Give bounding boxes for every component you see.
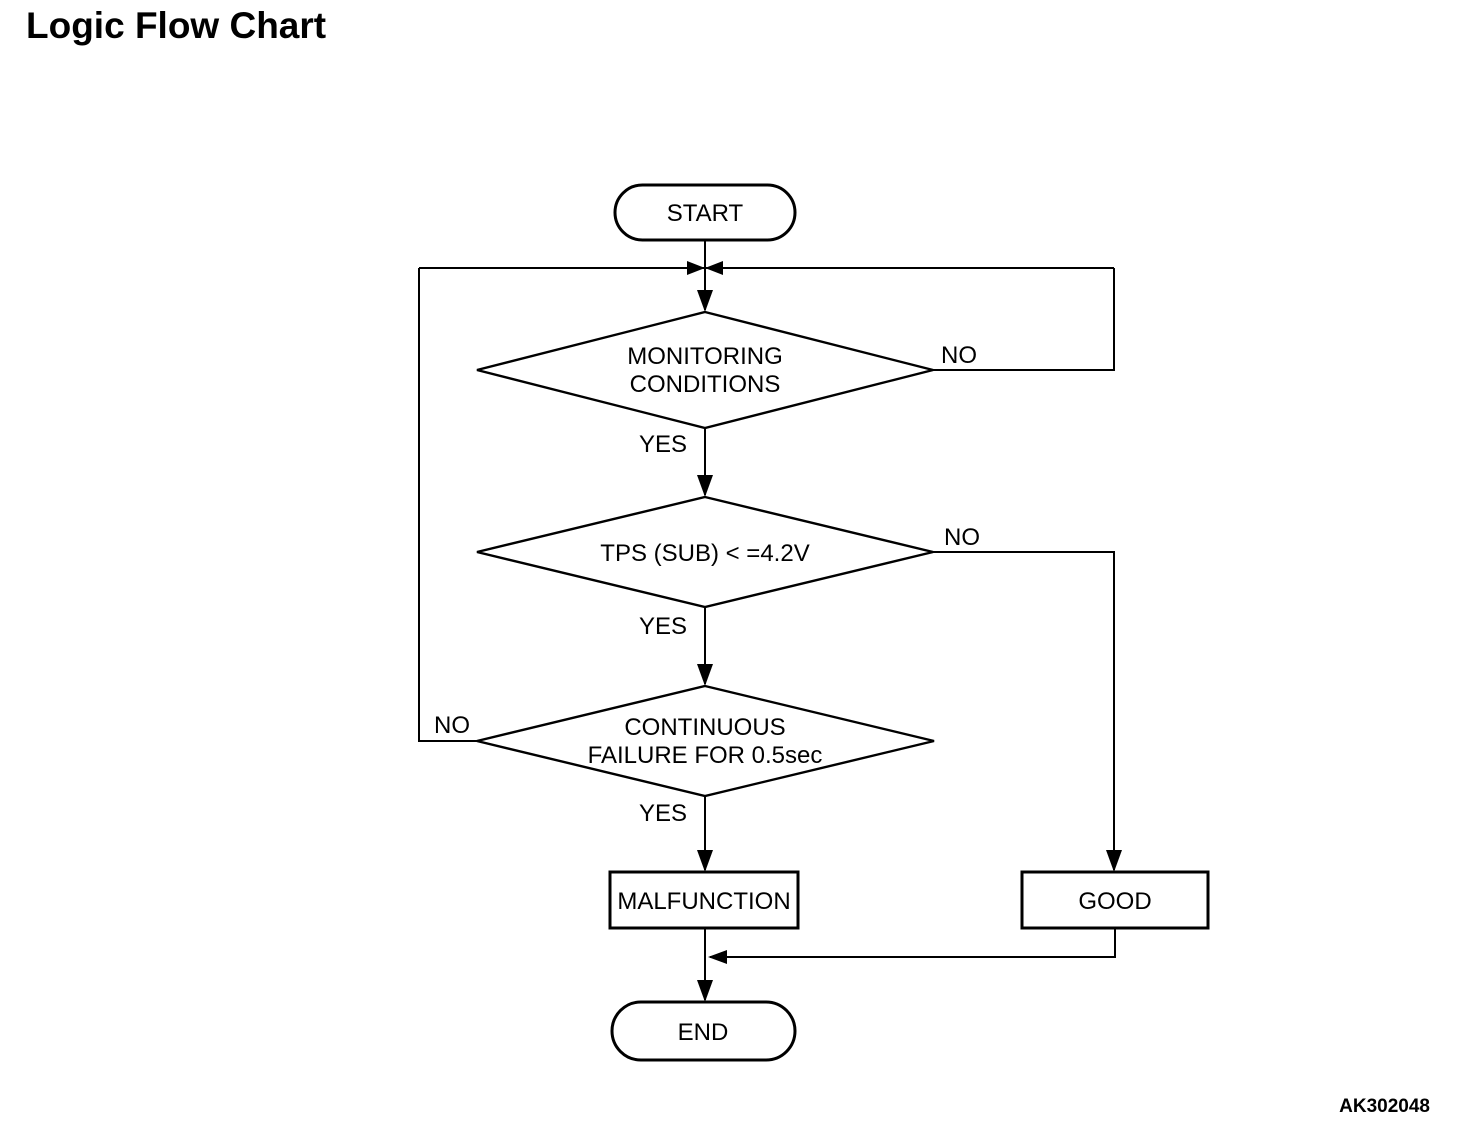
node-good [1020,870,1210,930]
continuous-no-label: NO [434,712,470,739]
end-label: END [678,1019,729,1046]
continuous-yes-label: YES [639,800,687,827]
connector-monitoring-no-loop [933,268,1115,371]
merge-arrow-left-icon [687,261,705,275]
tps-sub-label: TPS (SUB) < =4.2V [600,540,809,567]
monitoring-conditions-label-line2: CONDITIONS [630,371,781,398]
arrow-into-continuous-icon [697,664,713,686]
page-title: Logic Flow Chart [26,5,327,46]
node-end [610,1000,797,1062]
arrow-into-good-icon [1106,850,1122,872]
connector-good-to-merge [710,928,1116,958]
end-terminal-shape [610,1000,797,1062]
start-label: START [667,200,744,227]
connector-tps-no-to-good [933,551,1115,870]
monitoring-yes-label: YES [639,431,687,458]
arrow-into-tps-icon [697,475,713,497]
malfunction-label: MALFUNCTION [617,888,790,915]
arrow-into-monitoring-icon [697,290,713,312]
continuous-failure-label-line1: CONTINUOUS [624,714,785,741]
arrow-good-merge-left-icon [708,950,727,964]
figure-code: AK302048 [1339,1096,1430,1117]
monitoring-no-label: NO [941,342,977,369]
tps-yes-label: YES [639,613,687,640]
arrow-into-end-icon [697,980,713,1002]
node-decision-monitoring-conditions [476,310,934,430]
arrow-into-malfunction-icon [697,850,713,872]
arrowheads [687,261,1122,1002]
connector-continuous-no-loop [418,268,477,742]
monitoring-conditions-label-line1: MONITORING [627,343,783,370]
node-decision-tps-sub [476,495,934,609]
node-decision-continuous-failure [476,684,935,798]
tps-sub-diamond-shape [476,495,934,609]
tps-no-label: NO [944,524,980,551]
node-malfunction [608,870,800,930]
continuous-failure-label-line2: FAILURE FOR 0.5sec [588,742,823,769]
good-box-shape [1020,870,1210,930]
monitoring-conditions-diamond-shape [476,310,934,430]
connectors [418,240,1116,1000]
malfunction-box-shape [608,870,800,930]
merge-arrow-right-icon [705,261,723,275]
good-label: GOOD [1078,888,1151,915]
node-start [613,183,797,242]
continuous-failure-diamond-shape [476,684,935,798]
start-terminal-shape [613,183,797,242]
